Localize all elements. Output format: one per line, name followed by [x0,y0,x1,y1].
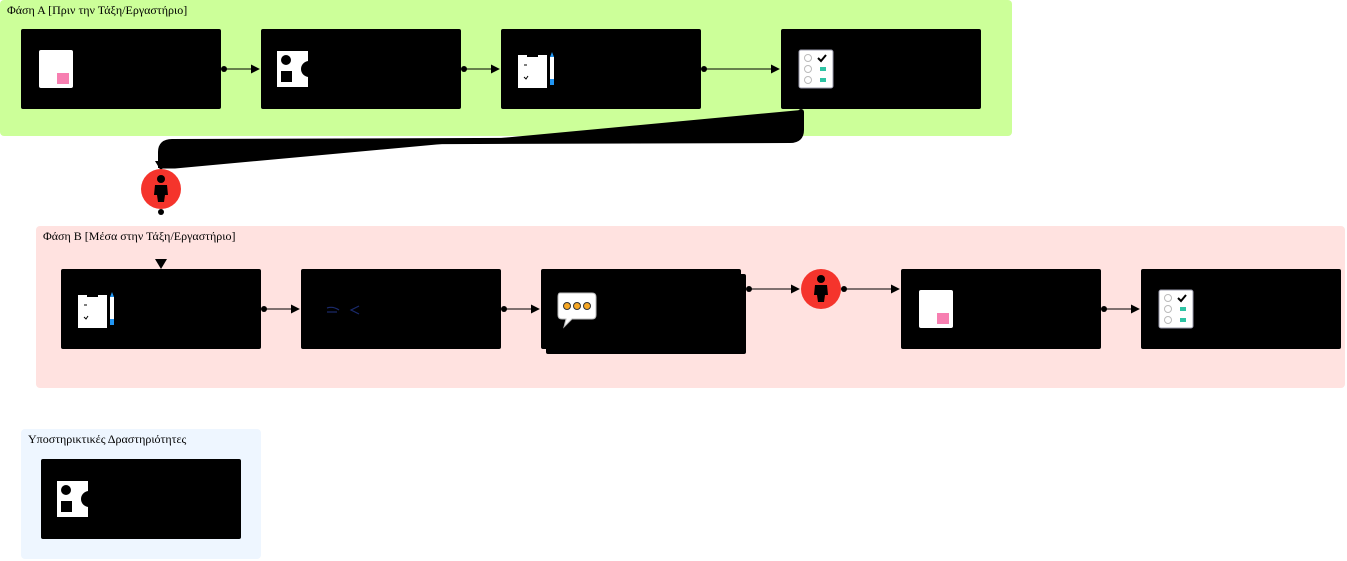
phase-b-node-5[interactable] [901,269,1101,349]
phase-b-node-2[interactable] [301,269,501,349]
phase-b-person-node[interactable] [801,269,841,309]
speech-bubble-icon [557,292,597,329]
checklist-icon [798,49,834,89]
shapes-icon [277,51,315,87]
phase-a-node-3[interactable] [501,29,701,109]
phase-a-node-2[interactable] [261,29,461,109]
phase-a-title: Φάση Α [Πριν την Τάξη/Εργαστήριο] [7,3,188,17]
phase-a-node-4[interactable] [781,29,981,109]
transition-person-node[interactable] [141,169,181,209]
slide-icon [919,290,953,328]
phase-b-node-6[interactable] [1141,269,1341,349]
support-node-1[interactable] [41,459,241,539]
shapes-icon [57,481,95,517]
phase-b-node-1[interactable] [61,269,261,349]
support-title: Υποστηρικτικές Δραστηριότητες [28,432,187,446]
phase-b-title: Φάση Β [Μέσα στην Τάξη/Εργαστήριο] [43,229,236,243]
slide-icon [39,50,73,88]
clipboard-pencil-icon [78,291,114,328]
person-icon [814,275,828,302]
clipboard-pencil-icon [518,51,554,88]
code-brackets-icon [326,305,360,315]
person-icon [154,175,168,202]
phase-a-node-1[interactable] [21,29,221,109]
checklist-icon [1158,289,1194,329]
phase-b-node-3[interactable] [541,269,741,349]
